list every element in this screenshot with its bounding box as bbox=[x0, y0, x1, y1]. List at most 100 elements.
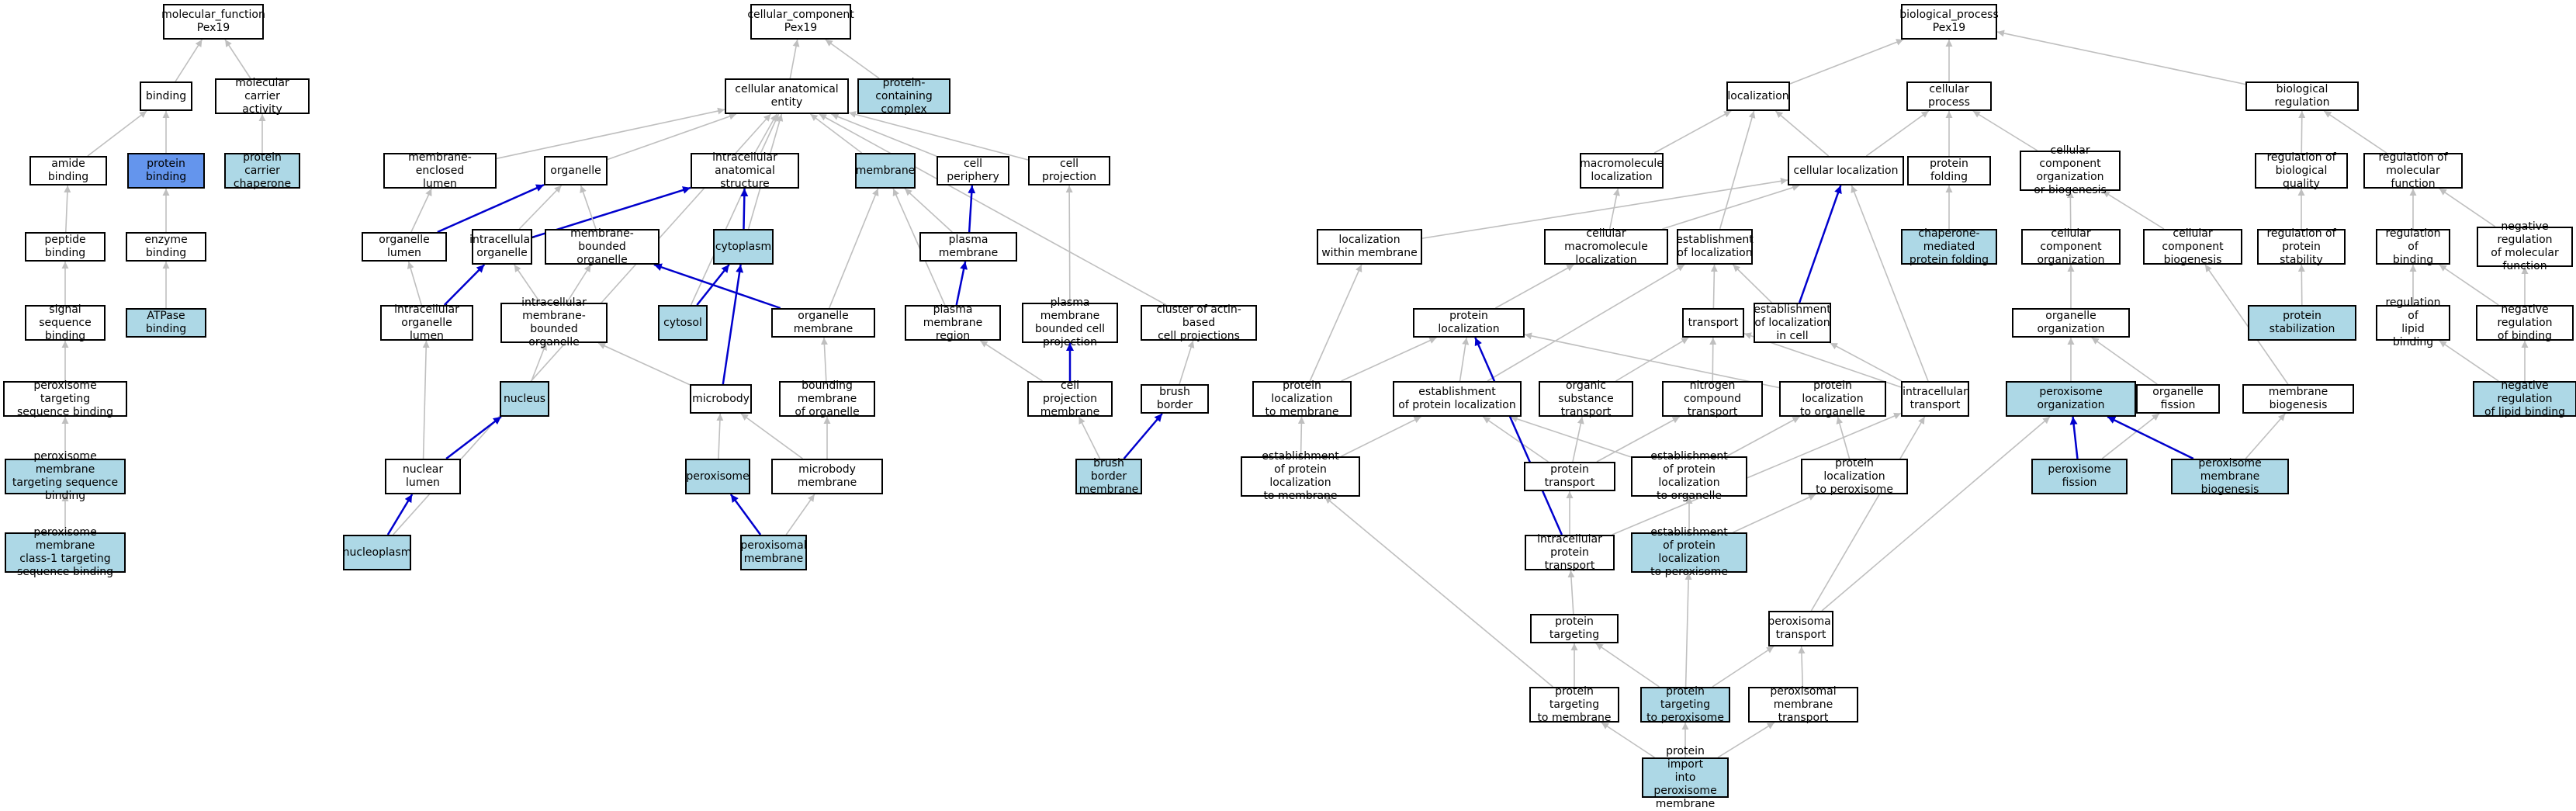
node-peroxisome-fission[interactable]: peroxisome fission bbox=[2031, 459, 2128, 494]
node-bounding-membrane-organelle[interactable]: bounding membrane of organelle bbox=[779, 380, 875, 418]
node-protein-loc-membrane[interactable]: protein localization to membrane bbox=[1252, 380, 1352, 418]
node-organelle[interactable]: organelle bbox=[544, 156, 608, 185]
node-organelle-membrane[interactable]: organelle membrane bbox=[771, 308, 875, 338]
node-cc-biogenesis[interactable]: cellular component biogenesis bbox=[2143, 227, 2242, 266]
edge-peroxisome_fission-to-organelle_fission bbox=[2101, 413, 2160, 459]
node-protein-localization[interactable]: protein localization bbox=[1413, 308, 1525, 338]
node-biological-regulation[interactable]: biological regulation bbox=[2245, 81, 2359, 111]
node-peroxisomal-membrane-transport[interactable]: peroxisomal membrane transport bbox=[1748, 685, 1858, 724]
node-reg-binding[interactable]: regulation of binding bbox=[2376, 227, 2450, 266]
node-protein-containing-complex[interactable]: protein-containing complex bbox=[857, 77, 950, 116]
node-organic-substance-transport[interactable]: organic substance transport bbox=[1539, 380, 1633, 418]
node-cell-anat-entity[interactable]: cellular anatomical entity bbox=[725, 78, 849, 114]
node-pex-targeting-seq-binding[interactable]: peroxisome targeting sequence binding bbox=[3, 380, 127, 418]
node-amide-binding[interactable]: amide binding bbox=[29, 156, 107, 185]
node-nucleoplasm[interactable]: nucleoplasm bbox=[343, 535, 411, 570]
node-protein-binding[interactable]: protein binding bbox=[127, 153, 205, 189]
node-membrane-enclosed-lumen[interactable]: membrane-enclosed lumen bbox=[383, 151, 497, 190]
node-localization[interactable]: localization bbox=[1726, 81, 1790, 111]
node-peroxisomal-transport[interactable]: peroxisomal transport bbox=[1768, 611, 1834, 646]
node-est-protein-loc-membrane[interactable]: establishment of protein localization to… bbox=[1241, 450, 1360, 502]
node-cell-projection-membrane[interactable]: cell projection membrane bbox=[1027, 380, 1113, 418]
node-protein-loc-organelle[interactable]: protein localization to organelle bbox=[1779, 380, 1886, 418]
node-brush-border-membrane[interactable]: brush border membrane bbox=[1075, 457, 1142, 496]
node-pex-membrane-targeting-seq-binding[interactable]: peroxisome membrane targeting sequence b… bbox=[5, 450, 126, 502]
node-peptide-binding[interactable]: peptide binding bbox=[25, 232, 106, 262]
node-transport[interactable]: transport bbox=[1682, 308, 1744, 338]
node-pex-membrane-class1[interactable]: peroxisome membrane class-1 targeting se… bbox=[5, 526, 126, 578]
node-nucleus[interactable]: nucleus bbox=[500, 381, 549, 417]
node-establishment-localization[interactable]: establishment of localization bbox=[1676, 229, 1754, 265]
node-cc-root[interactable]: cellular_component Pex19 bbox=[747, 4, 854, 40]
node-enzyme-binding[interactable]: enzyme binding bbox=[126, 232, 206, 262]
node-reg-bio-quality[interactable]: regulation of biological quality bbox=[2255, 151, 2348, 190]
node-organelle-organization[interactable]: organelle organization bbox=[2012, 308, 2130, 338]
node-plasma-membrane-region[interactable]: plasma membrane region bbox=[905, 303, 1001, 342]
node-protein-loc-peroxisome[interactable]: protein localization to peroxisome bbox=[1801, 457, 1908, 496]
edge-peroxisomal_transport-to-peroxisome_organization bbox=[1821, 416, 2051, 612]
node-protein-transport[interactable]: protein transport bbox=[1524, 462, 1615, 491]
node-localization-within-membrane[interactable]: localization within membrane bbox=[1317, 229, 1422, 265]
node-cluster-actin[interactable]: cluster of actin-based cell projections bbox=[1141, 303, 1257, 342]
node-intracellular-anat-structure[interactable]: intracellular anatomical structure bbox=[691, 151, 799, 190]
node-brush-border[interactable]: brush border bbox=[1141, 384, 1209, 414]
node-peroxisome[interactable]: peroxisome bbox=[685, 459, 750, 494]
node-intracellular-protein-transport[interactable]: intracellular protein transport bbox=[1525, 533, 1615, 572]
node-establishment-localization-cell[interactable]: establishment of localization in cell bbox=[1754, 303, 1831, 343]
edge-protein_transport-to-establishment_protein_loc bbox=[1482, 416, 1549, 463]
edge-nucleus-to-intracellular_mb_organelle bbox=[531, 342, 547, 382]
node-atpase-binding[interactable]: ATPase binding bbox=[126, 308, 206, 338]
edge-organic_substance_transport-to-transport bbox=[1615, 337, 1689, 382]
node-mf-root[interactable]: molecular_function Pex19 bbox=[161, 4, 265, 40]
node-cell-projection[interactable]: cell projection bbox=[1028, 156, 1110, 185]
node-pm-bounded-cell-projection[interactable]: plasma membrane bounded cell projection bbox=[1022, 296, 1118, 348]
node-membrane-biogenesis[interactable]: membrane biogenesis bbox=[2242, 384, 2354, 414]
node-nitrogen-compound-transport[interactable]: nitrogen compound transport bbox=[1662, 380, 1763, 418]
node-nuclear-lumen[interactable]: nuclear lumen bbox=[385, 459, 461, 494]
node-microbody[interactable]: microbody bbox=[690, 384, 752, 414]
node-reg-mol-function[interactable]: regulation of molecular function bbox=[2363, 151, 2463, 190]
node-protein-targeting[interactable]: protein targeting bbox=[1530, 614, 1619, 643]
node-protein-targeting-peroxisome[interactable]: protein targeting to peroxisome bbox=[1640, 685, 1730, 724]
node-microbody-membrane[interactable]: microbody membrane bbox=[771, 459, 883, 494]
node-intracellular-organelle[interactable]: intracellular organelle bbox=[469, 229, 535, 265]
node-membrane[interactable]: membrane bbox=[855, 153, 916, 189]
node-binding[interactable]: binding bbox=[140, 81, 192, 111]
node-protein-folding[interactable]: protein folding bbox=[1907, 156, 1991, 185]
node-est-protein-loc-organelle[interactable]: establishment of protein localization to… bbox=[1631, 450, 1747, 502]
node-bp-root[interactable]: biological_process Pex19 bbox=[1899, 4, 1999, 40]
node-protein-targeting-membrane[interactable]: protein targeting to membrane bbox=[1529, 685, 1619, 724]
node-neg-reg-binding[interactable]: negative regulation of binding bbox=[2476, 303, 2574, 342]
node-intracellular-transport[interactable]: intracellular transport bbox=[1901, 381, 1969, 417]
node-protein-stabilization[interactable]: protein stabilization bbox=[2248, 305, 2356, 341]
node-protein-carrier-chaperone[interactable]: protein carrier chaperone bbox=[224, 151, 300, 190]
node-chaperone-mediated-folding[interactable]: chaperone-mediated protein folding bbox=[1901, 227, 1997, 266]
node-cc-organization[interactable]: cellular component organization bbox=[2021, 227, 2121, 266]
node-organelle-fission[interactable]: organelle fission bbox=[2136, 384, 2220, 414]
node-plasma-membrane[interactable]: plasma membrane bbox=[919, 232, 1017, 262]
node-establishment-protein-loc[interactable]: establishment of protein localization bbox=[1393, 381, 1522, 417]
node-reg-lipid-binding[interactable]: regulation of lipid binding bbox=[2376, 296, 2450, 348]
node-cellular-macromolecule-localization[interactable]: cellular macromolecule localization bbox=[1544, 227, 1668, 266]
node-neg-reg-mol-function[interactable]: negative regulation of molecular functio… bbox=[2477, 220, 2573, 272]
node-cc-org-biogenesis[interactable]: cellular component organization or bioge… bbox=[2020, 144, 2121, 196]
node-organelle-lumen[interactable]: organelle lumen bbox=[362, 232, 447, 262]
node-peroxisome-membrane-biogenesis[interactable]: peroxisome membrane biogenesis bbox=[2171, 457, 2289, 496]
node-peroxisomal-membrane[interactable]: peroxisomal membrane bbox=[740, 535, 807, 570]
node-neg-reg-lipid-binding[interactable]: negative regulation of lipid binding bbox=[2473, 380, 2576, 418]
node-intracellular-organelle-lumen[interactable]: intracellular organelle lumen bbox=[380, 303, 473, 342]
node-mol-carrier[interactable]: molecular carrier activity bbox=[215, 77, 310, 116]
node-est-protein-loc-peroxisome[interactable]: establishment of protein localization to… bbox=[1631, 526, 1747, 578]
node-cytoplasm[interactable]: cytoplasm bbox=[713, 229, 774, 265]
node-membrane-bounded-organelle[interactable]: membrane-bounded organelle bbox=[545, 227, 660, 266]
node-protein-import-pex-membrane[interactable]: protein import into peroxisome membrane bbox=[1642, 745, 1729, 810]
node-peroxisome-organization[interactable]: peroxisome organization bbox=[2006, 381, 2136, 417]
node-macromolecule-localization[interactable]: macromolecule localization bbox=[1580, 153, 1664, 189]
node-intracellular-mb-organelle[interactable]: intracellular membrane-bounded organelle bbox=[500, 296, 608, 348]
node-signal-seq-binding[interactable]: signal sequence binding bbox=[25, 303, 106, 342]
node-cytosol[interactable]: cytosol bbox=[658, 305, 708, 341]
node-cellular-localization[interactable]: cellular localization bbox=[1788, 156, 1904, 185]
node-cellular-process[interactable]: cellular process bbox=[1906, 81, 1992, 111]
node-cell-periphery[interactable]: cell periphery bbox=[937, 156, 1009, 185]
node-reg-protein-stability[interactable]: regulation of protein stability bbox=[2257, 227, 2346, 266]
